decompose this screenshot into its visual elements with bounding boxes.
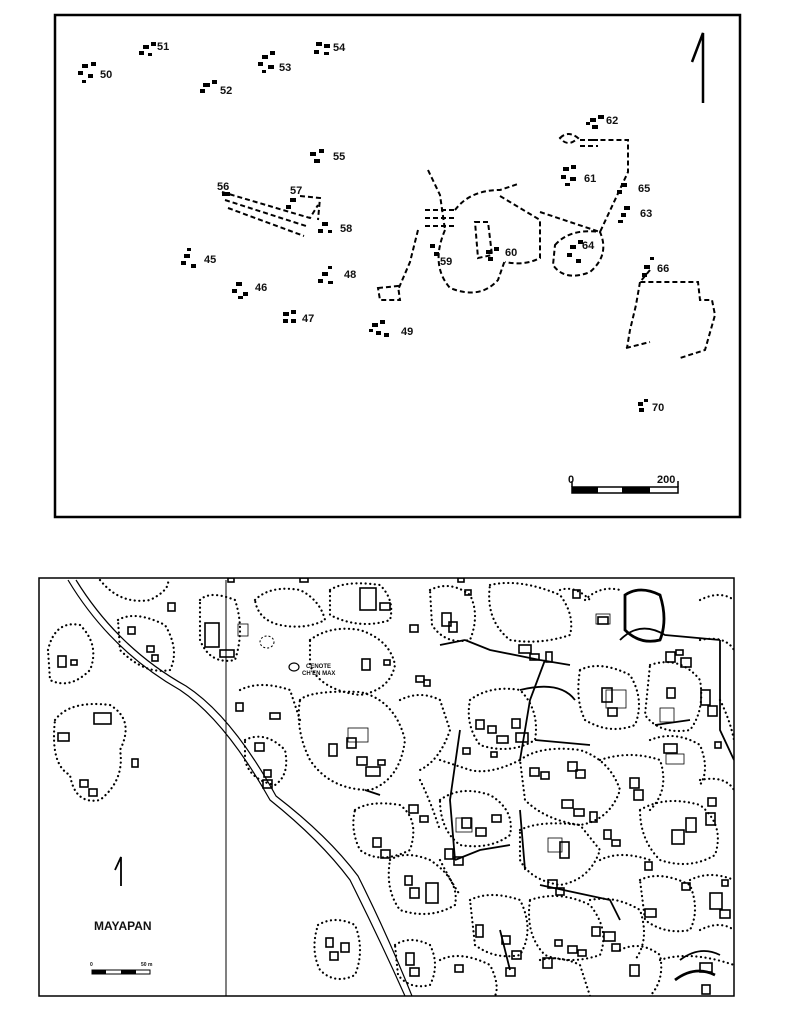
building-structures <box>57 578 731 995</box>
site-label: 51 <box>157 41 169 53</box>
site-label: 53 <box>279 62 291 74</box>
site-label: 47 <box>302 313 314 325</box>
top-site-labels: 51 50 52 53 54 55 56 57 58 45 46 47 48 4… <box>100 41 669 414</box>
site-label: 59 <box>440 256 452 268</box>
site-label: 54 <box>333 42 346 54</box>
site-label: 57 <box>290 185 302 197</box>
scale-end-label: 50 m <box>141 962 153 968</box>
north-arrow-icon <box>690 32 705 103</box>
site-label: 60 <box>505 247 517 259</box>
bottom-site-map: CENOTE CH'EN MAX MAYAPAN 0 50 m <box>38 577 735 997</box>
site-label: 66 <box>657 263 669 275</box>
site-label: 70 <box>652 402 664 414</box>
scale-end-label: 200 <box>657 474 675 486</box>
site-label: 50 <box>100 69 112 81</box>
scale-start-label: 0 <box>90 962 93 968</box>
top-scale-bar: 0 200 <box>568 474 679 494</box>
enclosure-outlines <box>623 588 716 982</box>
top-map-structures <box>78 42 654 412</box>
faint-structures <box>237 613 685 853</box>
cenote-name-label: CH'EN MAX <box>302 671 335 677</box>
site-label: 49 <box>401 326 413 338</box>
site-label: 56 <box>217 181 229 193</box>
depression-icon <box>259 635 275 649</box>
site-label: 58 <box>340 223 352 235</box>
site-label: 46 <box>255 282 267 294</box>
scale-start-label: 0 <box>568 474 574 486</box>
bottom-scale-bar: 0 50 m <box>90 962 153 975</box>
cenote-label: CENOTE <box>306 664 331 670</box>
causeway <box>67 579 413 996</box>
top-map-paths <box>221 133 717 359</box>
cenote-icon <box>288 662 300 672</box>
map-title: MAYAPAN <box>94 919 152 933</box>
site-label: 48 <box>344 269 356 281</box>
site-label: 62 <box>606 115 618 127</box>
north-arrow-icon <box>114 856 122 886</box>
bottom-map-frame <box>38 577 735 997</box>
site-label: 61 <box>584 173 596 185</box>
site-label: 45 <box>204 254 216 266</box>
top-site-map: 51 50 52 53 54 55 56 57 58 45 46 47 48 4… <box>53 13 742 519</box>
site-label: 55 <box>333 151 345 163</box>
site-label: 64 <box>582 240 595 252</box>
top-map-frame <box>53 13 742 519</box>
site-label: 52 <box>220 85 232 97</box>
site-label: 63 <box>640 208 652 220</box>
site-label: 65 <box>638 183 650 195</box>
